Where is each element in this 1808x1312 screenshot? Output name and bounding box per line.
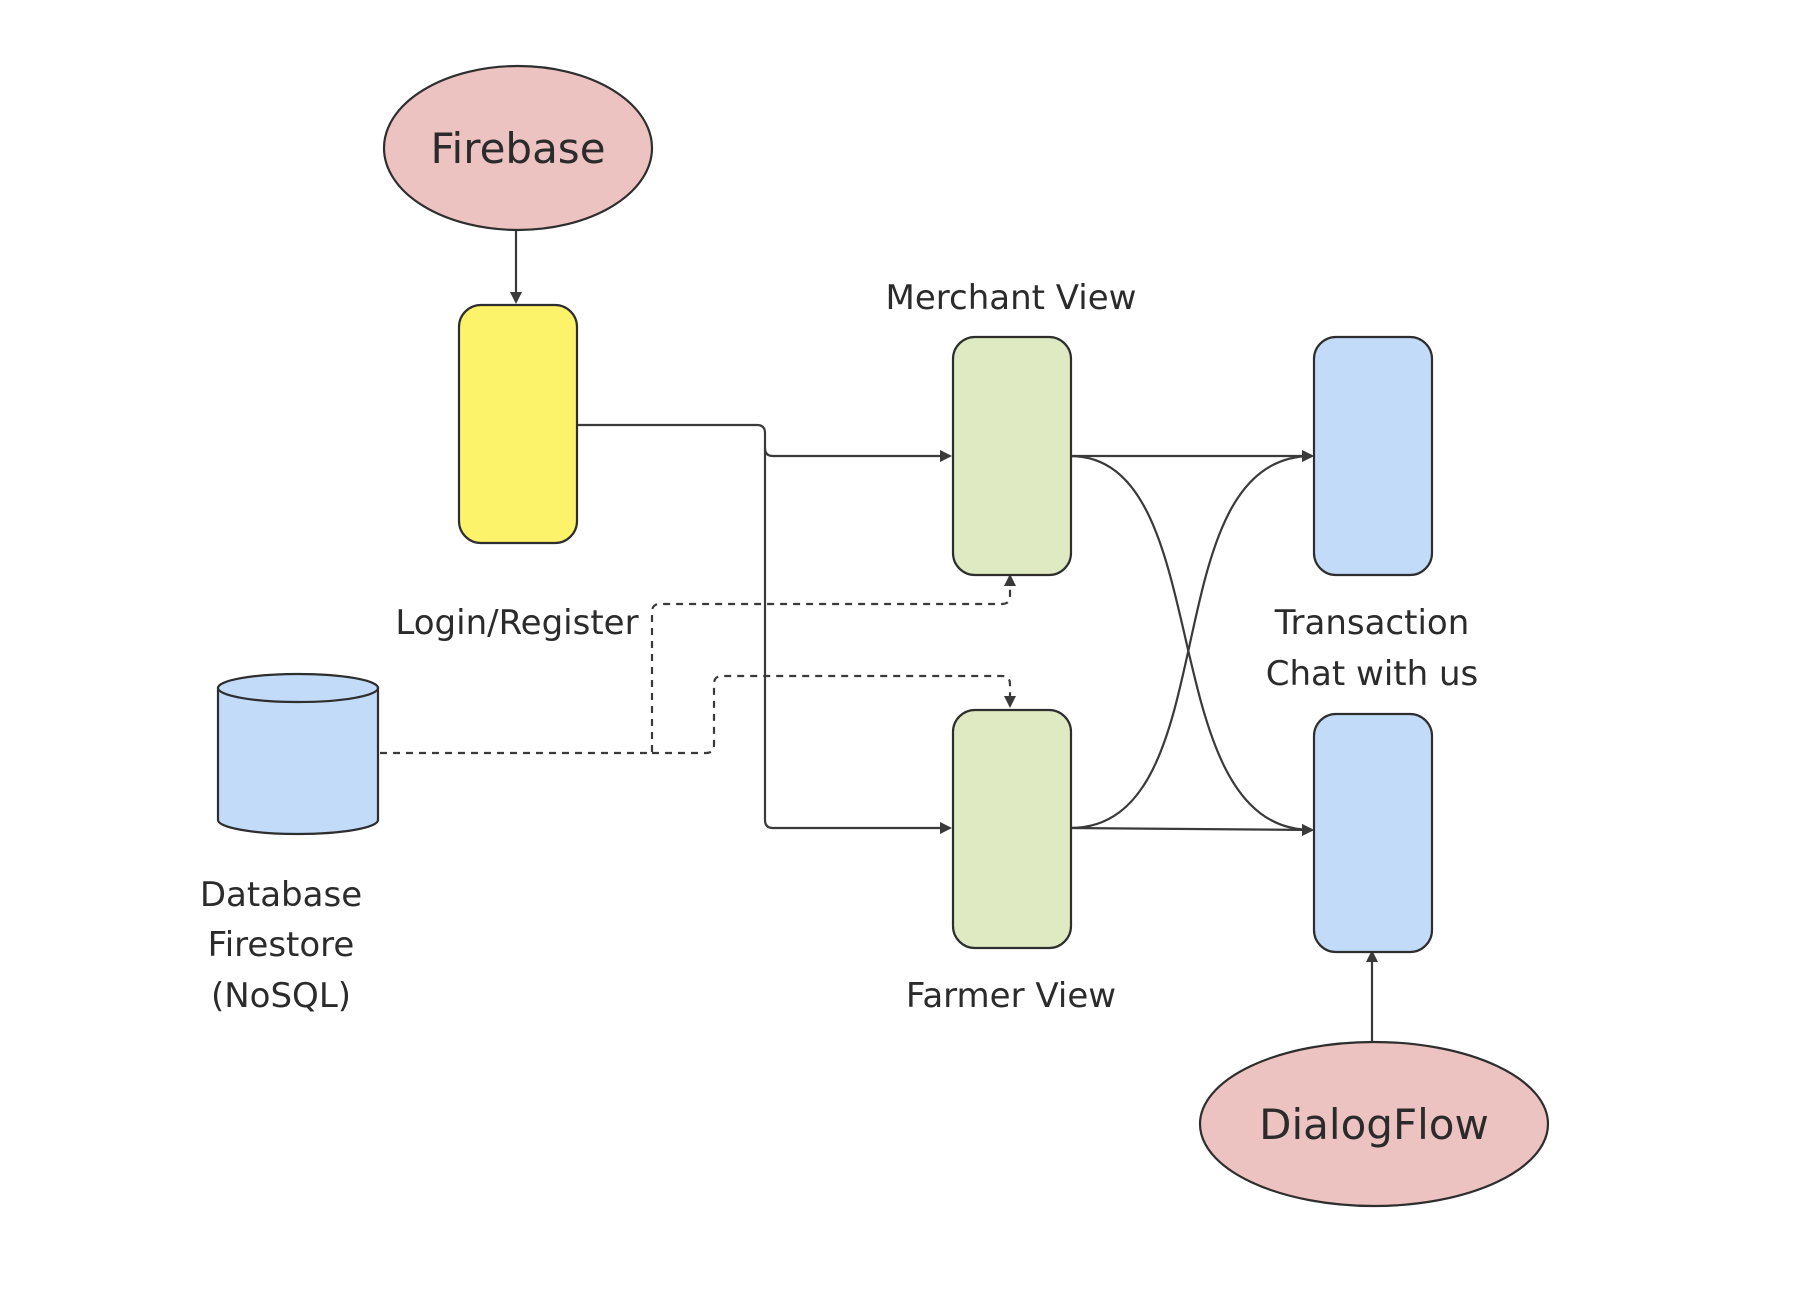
database-node: Database Firestore (NoSQL) xyxy=(200,672,380,1016)
edge-database-to-farmer-view xyxy=(652,674,1016,755)
edge-login-to-farmer-view xyxy=(763,448,952,834)
merchant-view-label: Merchant View xyxy=(886,278,1137,318)
farmer-view-node: Farmer View xyxy=(906,708,1116,1016)
database-label-line-2: Firestore xyxy=(208,925,355,965)
merchant-view-box xyxy=(951,335,1073,577)
database-cylinder-top xyxy=(216,672,380,704)
firebase-node: Firebase xyxy=(382,64,654,232)
login-register-node: Login/Register xyxy=(395,303,639,643)
chat-with-us-label: Chat with us xyxy=(1266,654,1478,694)
firebase-ellipse xyxy=(382,64,654,232)
chat-with-us-box xyxy=(1312,712,1434,954)
transaction-box xyxy=(1312,335,1434,577)
chat-with-us-node: Chat with us xyxy=(1266,654,1478,954)
edges xyxy=(380,230,1378,1042)
transaction-label: Transaction xyxy=(1274,603,1470,643)
login-register-box xyxy=(457,303,579,545)
database-cylinder-body xyxy=(216,686,380,836)
farmer-view-box xyxy=(951,708,1073,950)
edge-farmer-to-chat xyxy=(1069,823,1314,836)
merchant-view-node: Merchant View xyxy=(886,278,1137,577)
dialogflow-ellipse xyxy=(1198,1040,1550,1208)
edge-farmer-to-transaction xyxy=(1069,450,1314,830)
edge-login-to-merchant-view xyxy=(576,423,952,462)
login-register-label: Login/Register xyxy=(395,603,638,643)
dialogflow-label: DialogFlow xyxy=(1259,1100,1489,1149)
firebase-label: Firebase xyxy=(430,124,605,173)
edge-merchant-to-chat xyxy=(1069,454,1314,836)
database-label-line-1: Database xyxy=(200,875,362,915)
database-label-line-3: (NoSQL) xyxy=(211,976,351,1016)
transaction-node: Transaction xyxy=(1274,335,1470,643)
dialogflow-node: DialogFlow xyxy=(1198,1040,1550,1208)
farmer-view-label: Farmer View xyxy=(906,976,1116,1016)
